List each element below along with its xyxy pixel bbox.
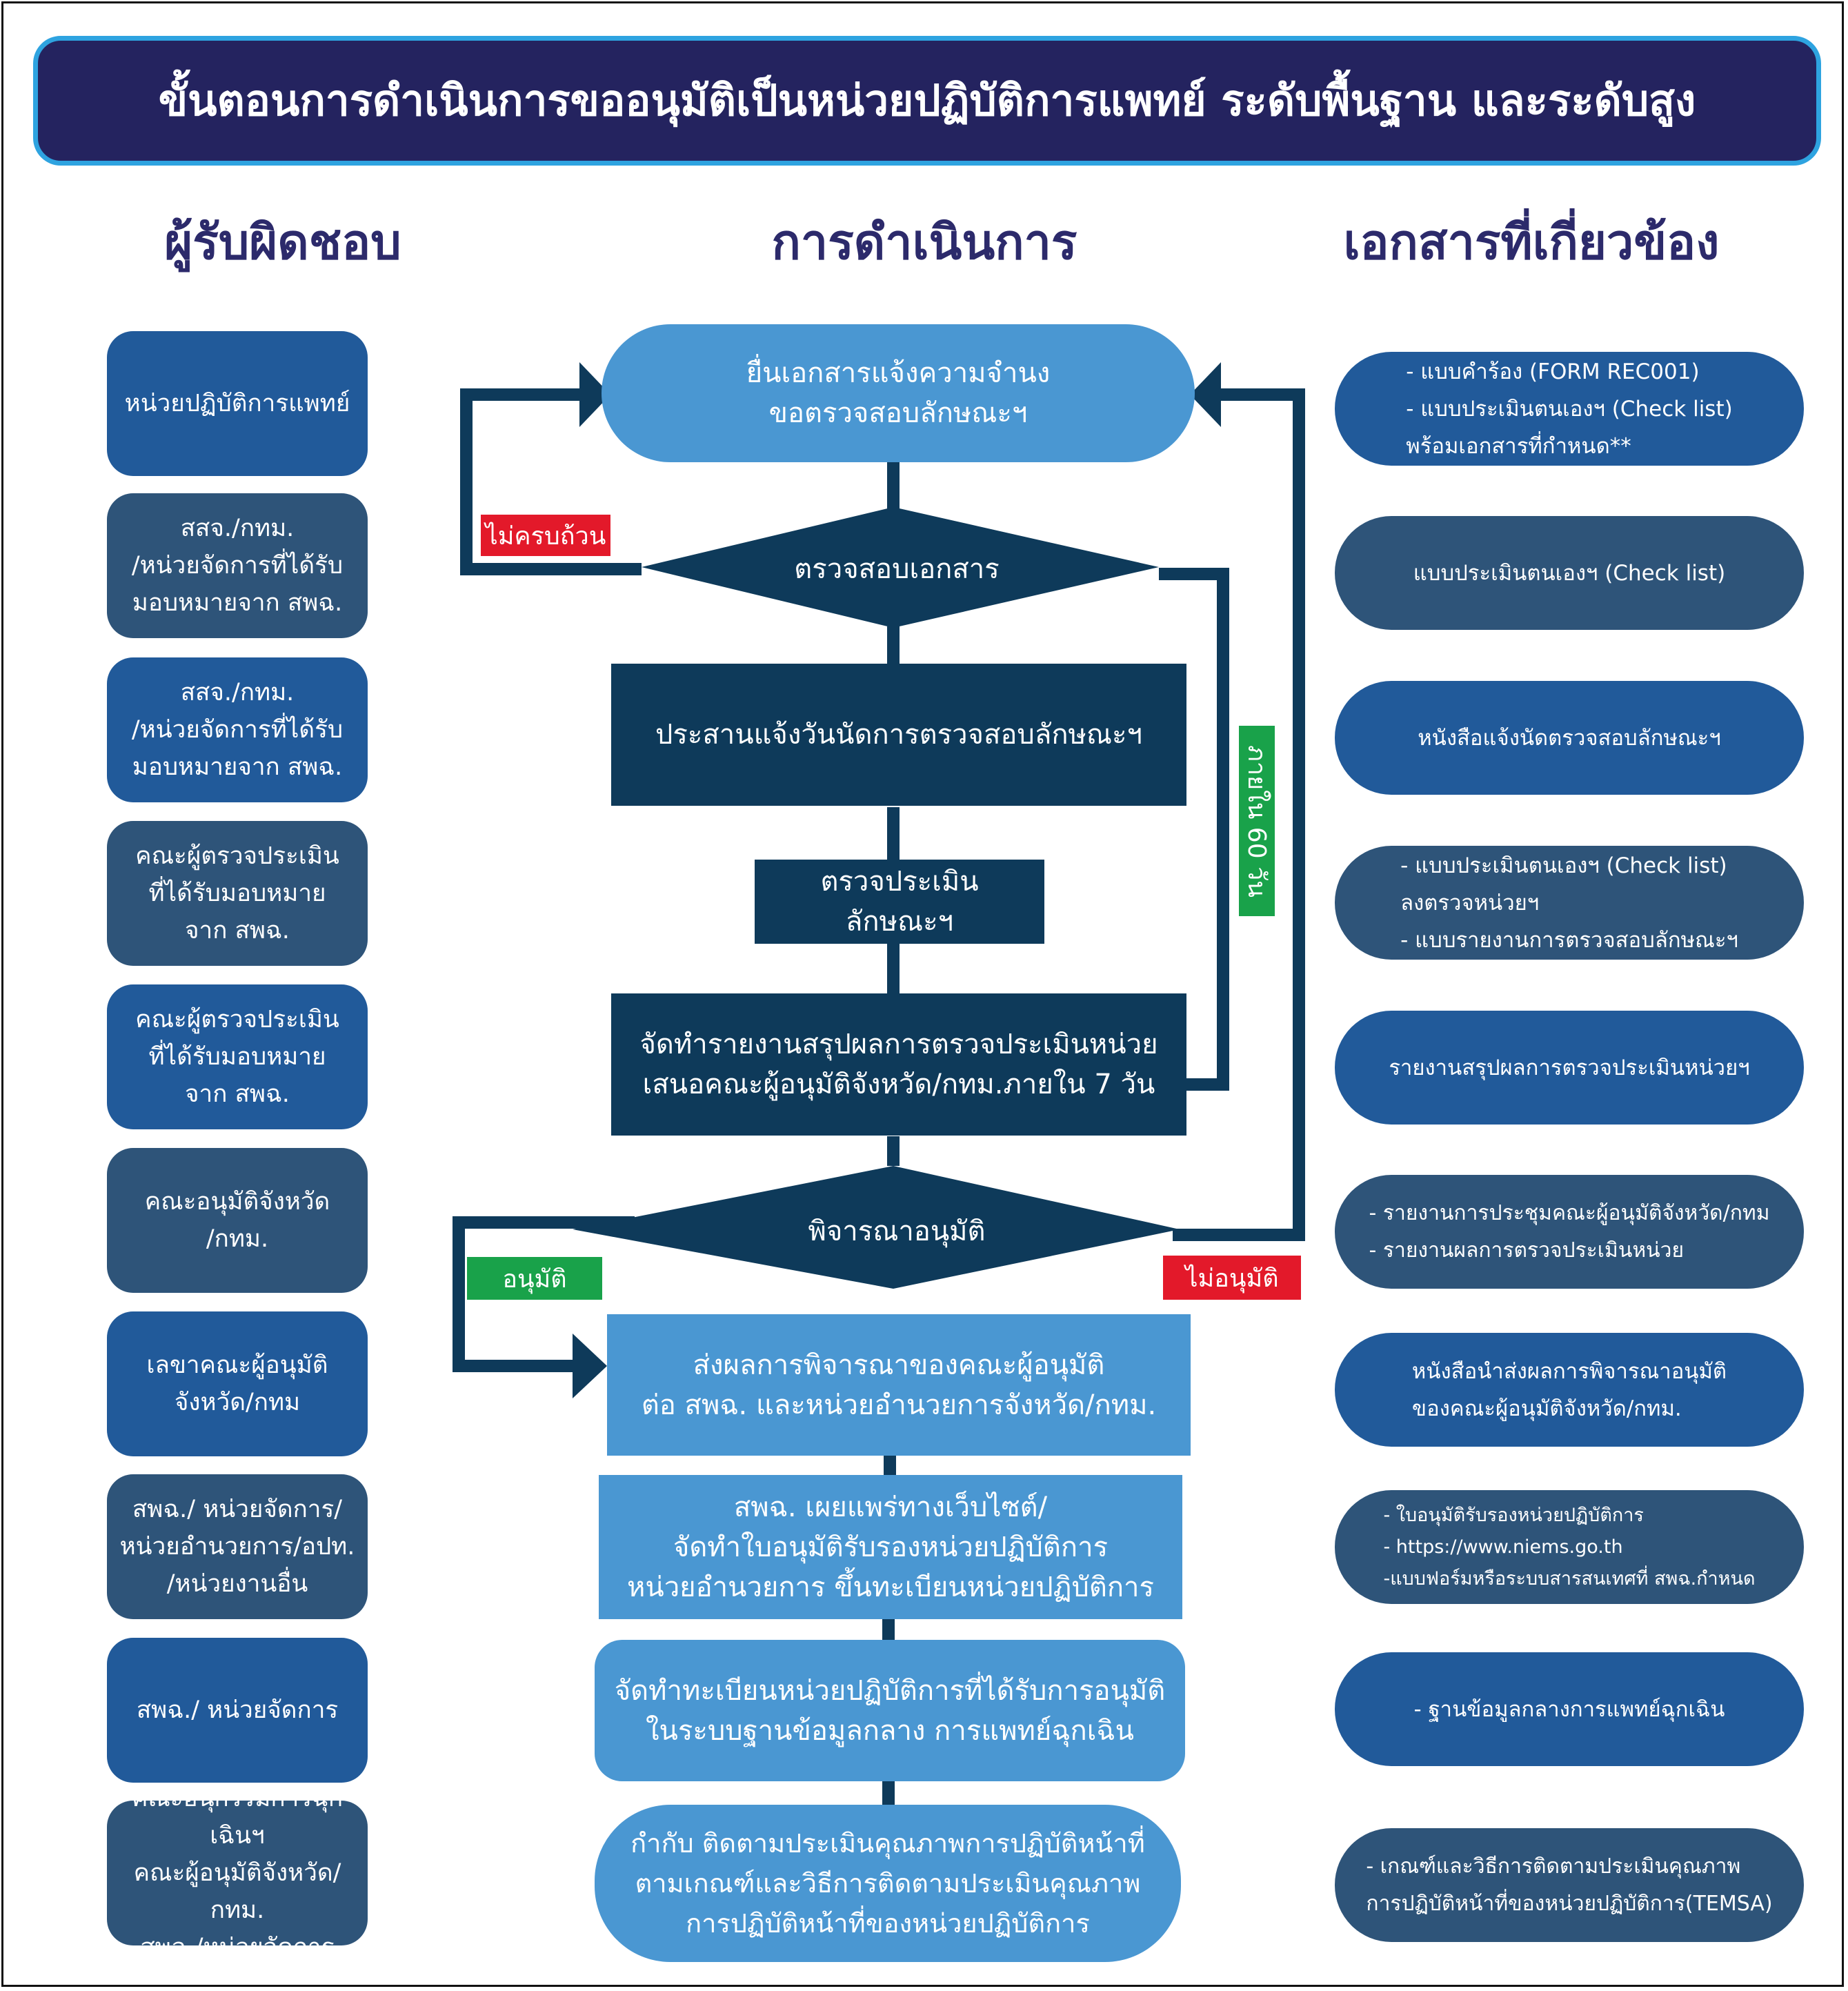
label-incomplete: ไม่ครบถ้วน: [481, 515, 610, 556]
responsible-box-5: คณะผู้ตรวจประเมิน ที่ได้รับมอบหมาย จาก ส…: [107, 984, 368, 1129]
responsible-box-7: เลขาคณะผู้อนุมัติ จังหวัด/กทม: [107, 1311, 368, 1456]
responsible-box-1: หน่วยปฏิบัติการแพทย์: [107, 331, 368, 476]
document-box-7: หนังสือนำส่งผลการพิจารณาอนุมัติ ของคณะผู…: [1335, 1333, 1804, 1447]
document-box-4: - แบบประเมินตนเองฯ (Check list) ลงตรวจหน…: [1335, 846, 1804, 960]
label-approved: อนุมัติ: [467, 1257, 602, 1300]
responsible-box-6: คณะอนุมัติจังหวัด /กทม.: [107, 1148, 368, 1293]
process-submit: ยื่นเอกสารแจ้งความจำนง ขอตรวจสอบลักษณะฯ: [602, 324, 1195, 462]
page-title: ขั้นตอนการดำเนินการขออนุมัติเป็นหน่วยปฏิ…: [33, 36, 1821, 166]
responsible-box-4: คณะผู้ตรวจประเมิน ที่ได้รับมอบหมาย จาก ส…: [107, 821, 368, 966]
responsible-box-3: สสจ./กทม. /หน่วยจัดการที่ได้รับ มอบหมายจ…: [107, 657, 368, 802]
responsible-box-8: สพฉ./ หน่วยจัดการ/ หน่วยอำนวยการ/อปท. /ห…: [107, 1474, 368, 1619]
process-monitor: กำกับ ติดตามประเมินคุณภาพการปฏิบัติหน้าท…: [595, 1805, 1181, 1962]
column-heading-documents: เอกสารที่เกี่ยวข้อง: [1343, 213, 1720, 270]
document-box-9: - ฐานข้อมูลกลางการแพทย์ฉุกเฉิน: [1335, 1652, 1804, 1766]
process-publish: สพฉ. เผยแพร่ทางเว็บไซต์/ จัดทำใบอนุมัติร…: [599, 1475, 1182, 1619]
label-within-60-days: ภายใน 60 วัน: [1239, 726, 1275, 916]
responsible-box-9: สพฉ./ หน่วยจัดการ: [107, 1638, 368, 1783]
diamond-check-docs: [642, 507, 1159, 628]
process-check-docs: ตรวจสอบเอกสาร: [794, 553, 1000, 585]
column-heading-responsible: ผู้รับผิดชอบ: [164, 213, 401, 270]
document-box-10: - เกณฑ์และวิธีการติดตามประเมินคุณภาพ การ…: [1335, 1828, 1804, 1942]
process-send-result: ส่งผลการพิจารณาของคณะผู้อนุมัติ ต่อ สพฉ.…: [607, 1314, 1191, 1456]
document-box-6: - รายงานการประชุมคณะผู้อนุมัติจังหวัด/กท…: [1335, 1175, 1804, 1289]
column-heading-process: การดำเนินการ: [771, 213, 1077, 270]
document-box-8: - ใบอนุมัติรับรองหน่วยปฏิบัติการ - https…: [1335, 1490, 1804, 1604]
document-box-2: แบบประเมินตนเองฯ (Check list): [1335, 516, 1804, 630]
label-not-approved: ไม่อนุมัติ: [1163, 1256, 1301, 1300]
label-within-60-days-text: ภายใน 60 วัน: [1242, 744, 1271, 898]
responsible-box-2: สสจ./กทม. /หน่วยจัดการที่ได้รับ มอบหมายจ…: [107, 493, 368, 638]
process-report: จัดทำรายงานสรุปผลการตรวจประเมินหน่วย เสน…: [611, 993, 1186, 1136]
diamond-consider: [573, 1166, 1180, 1289]
process-register: จัดทำทะเบียนหน่วยปฏิบัติการที่ได้รับการอ…: [595, 1640, 1185, 1781]
process-consider: พิจารณาอนุมัติ: [808, 1216, 986, 1247]
document-box-3: หนังสือแจ้งนัดตรวจสอบลักษณะฯ: [1335, 681, 1804, 795]
document-box-1: - แบบคำร้อง (FORM REC001) - แบบประเมินตน…: [1335, 352, 1804, 466]
process-assess: ตรวจประเมินลักษณะฯ: [755, 860, 1044, 944]
process-coordinate: ประสานแจ้งวันนัดการตรวจสอบลักษณะฯ: [611, 664, 1186, 806]
document-box-5: รายงานสรุปผลการตรวจประเมินหน่วยฯ: [1335, 1011, 1804, 1125]
